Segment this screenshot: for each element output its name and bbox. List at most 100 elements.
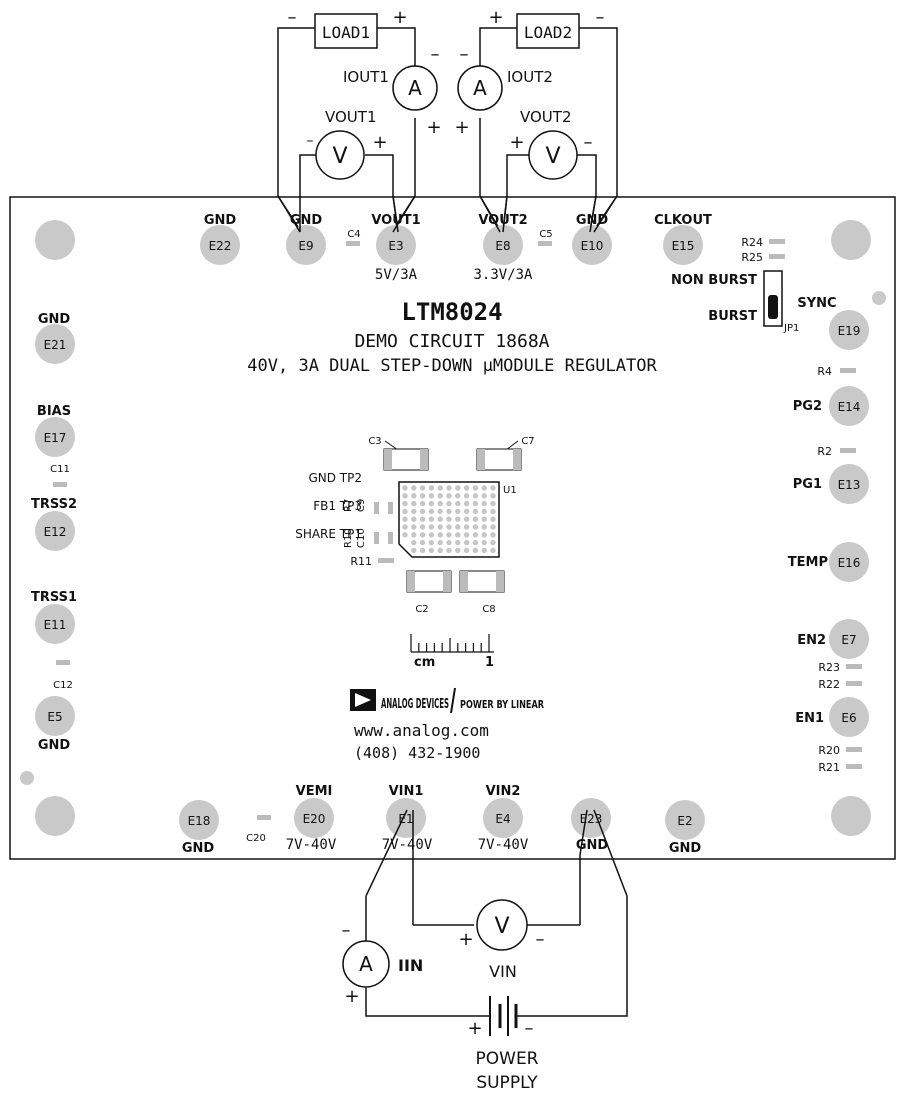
c20-label: C20 [246,833,266,844]
load1-box [314,13,378,49]
c4-label: C4 [347,229,360,240]
e13-label: E13 [838,478,861,492]
bga-ball [446,500,452,507]
c11-pad [53,482,67,487]
part-number: LTM8024 [401,298,502,326]
u1-bga-grid [402,485,496,554]
sync-label: SYNC [797,296,836,311]
bga-ball [402,493,408,499]
bga-ball [419,539,426,546]
c10-label: C10 [356,528,367,548]
r4-pad [840,368,856,373]
bga-ball [411,508,417,515]
vout2-rating: 3.3V/3A [473,267,533,283]
bga-ball [463,516,470,522]
en1-label: EN1 [795,711,824,726]
bga-ball [481,539,487,546]
terminal-e8 [483,225,523,265]
terminal-e4 [483,798,523,838]
iout2-ammeter-symbol: A [473,76,487,100]
r11-label: R11 [350,555,372,568]
phone: (408) 432-1900 [354,744,480,762]
vout1-rating: 5V/3A [375,267,418,283]
demo-circuit-label: DEMO CIRCUIT 1868A [354,331,549,352]
vout1-meter-plus: + [372,132,387,153]
pg2-label: PG2 [793,399,822,414]
e20-label: E20 [303,812,326,826]
load2-box [516,13,580,49]
iin-label: IIN [398,956,423,975]
r24-label: R24 [741,236,763,249]
iout1-ammeter [392,65,438,111]
bga-ball [437,524,443,530]
battery-plus: + [467,1018,482,1039]
ruler-one-label: 1 [485,655,494,670]
r10-pad [374,532,379,544]
r24-pad [769,239,785,244]
terminal-e16 [829,542,869,582]
en2-label: EN2 [797,633,826,648]
e9-gnd-label: GND [290,213,323,228]
r25-label: R25 [741,251,763,264]
trss1-label: TRSS1 [31,590,77,605]
bga-ball [428,516,435,522]
vin-voltmeter [476,899,528,951]
fiducial-left [20,771,34,785]
bga-ball [411,524,417,530]
c8-pad-left [460,571,468,592]
e8-label: E8 [495,239,510,253]
bga-ball [490,524,496,530]
bga-ball [428,500,435,507]
terminal-e14 [829,386,869,426]
analog-devices-logo [350,687,456,714]
r7-label: R7 [343,499,354,512]
vin-label: VIN [489,962,517,981]
bga-ball [419,524,426,530]
gnd-tp2-label: GND TP2 [308,471,362,485]
bga-ball [472,508,479,515]
vout2-meter-minus: – [584,132,593,153]
bga-ball [455,500,461,507]
bga-ball [446,539,452,546]
vin-voltmeter-symbol: V [494,914,509,939]
c3-pad-right [420,449,428,470]
iin-plus: + [344,986,359,1007]
vemi-range: 7V-40V [286,837,337,853]
e21-label: E21 [44,338,67,352]
input-supply-wiring [365,809,628,1017]
clkout-label: CLKOUT [654,213,712,228]
bga-ball [455,508,461,515]
bga-ball [455,485,461,491]
iin-ammeter [342,940,390,988]
bga-ball [402,516,408,522]
r21-pad [846,764,862,769]
vout1-meter-minus: – [307,133,314,149]
e2-label: E2 [677,814,692,828]
c7-label: C7 [521,436,534,447]
bga-ball [411,539,417,546]
bga-ball [411,532,417,538]
terminal-e19 [829,310,869,350]
logo-text: ANALOG DEVICES [381,697,449,712]
bga-ball [419,485,426,491]
bga-ball [428,485,435,491]
website: www.analog.com [354,721,489,740]
iout2-label: IOUT2 [507,68,553,86]
e11-label: E11 [44,618,67,632]
e15-label: E15 [672,239,695,253]
e16-label: E16 [838,556,861,570]
e5-label: E5 [47,710,62,724]
e10-label: E10 [581,239,604,253]
c8-label: C8 [482,604,495,615]
bga-ball [463,493,470,499]
bga-ball [463,524,470,530]
terminal-e2 [665,800,705,840]
terminal-e7 [829,619,869,659]
bga-ball [411,500,417,507]
bga-ball [455,532,461,538]
burst-label: BURST [708,309,757,324]
vemi-label: VEMI [296,784,333,799]
c5-pad [538,241,552,246]
bga-ball [428,532,435,538]
r20-pad [846,747,862,752]
